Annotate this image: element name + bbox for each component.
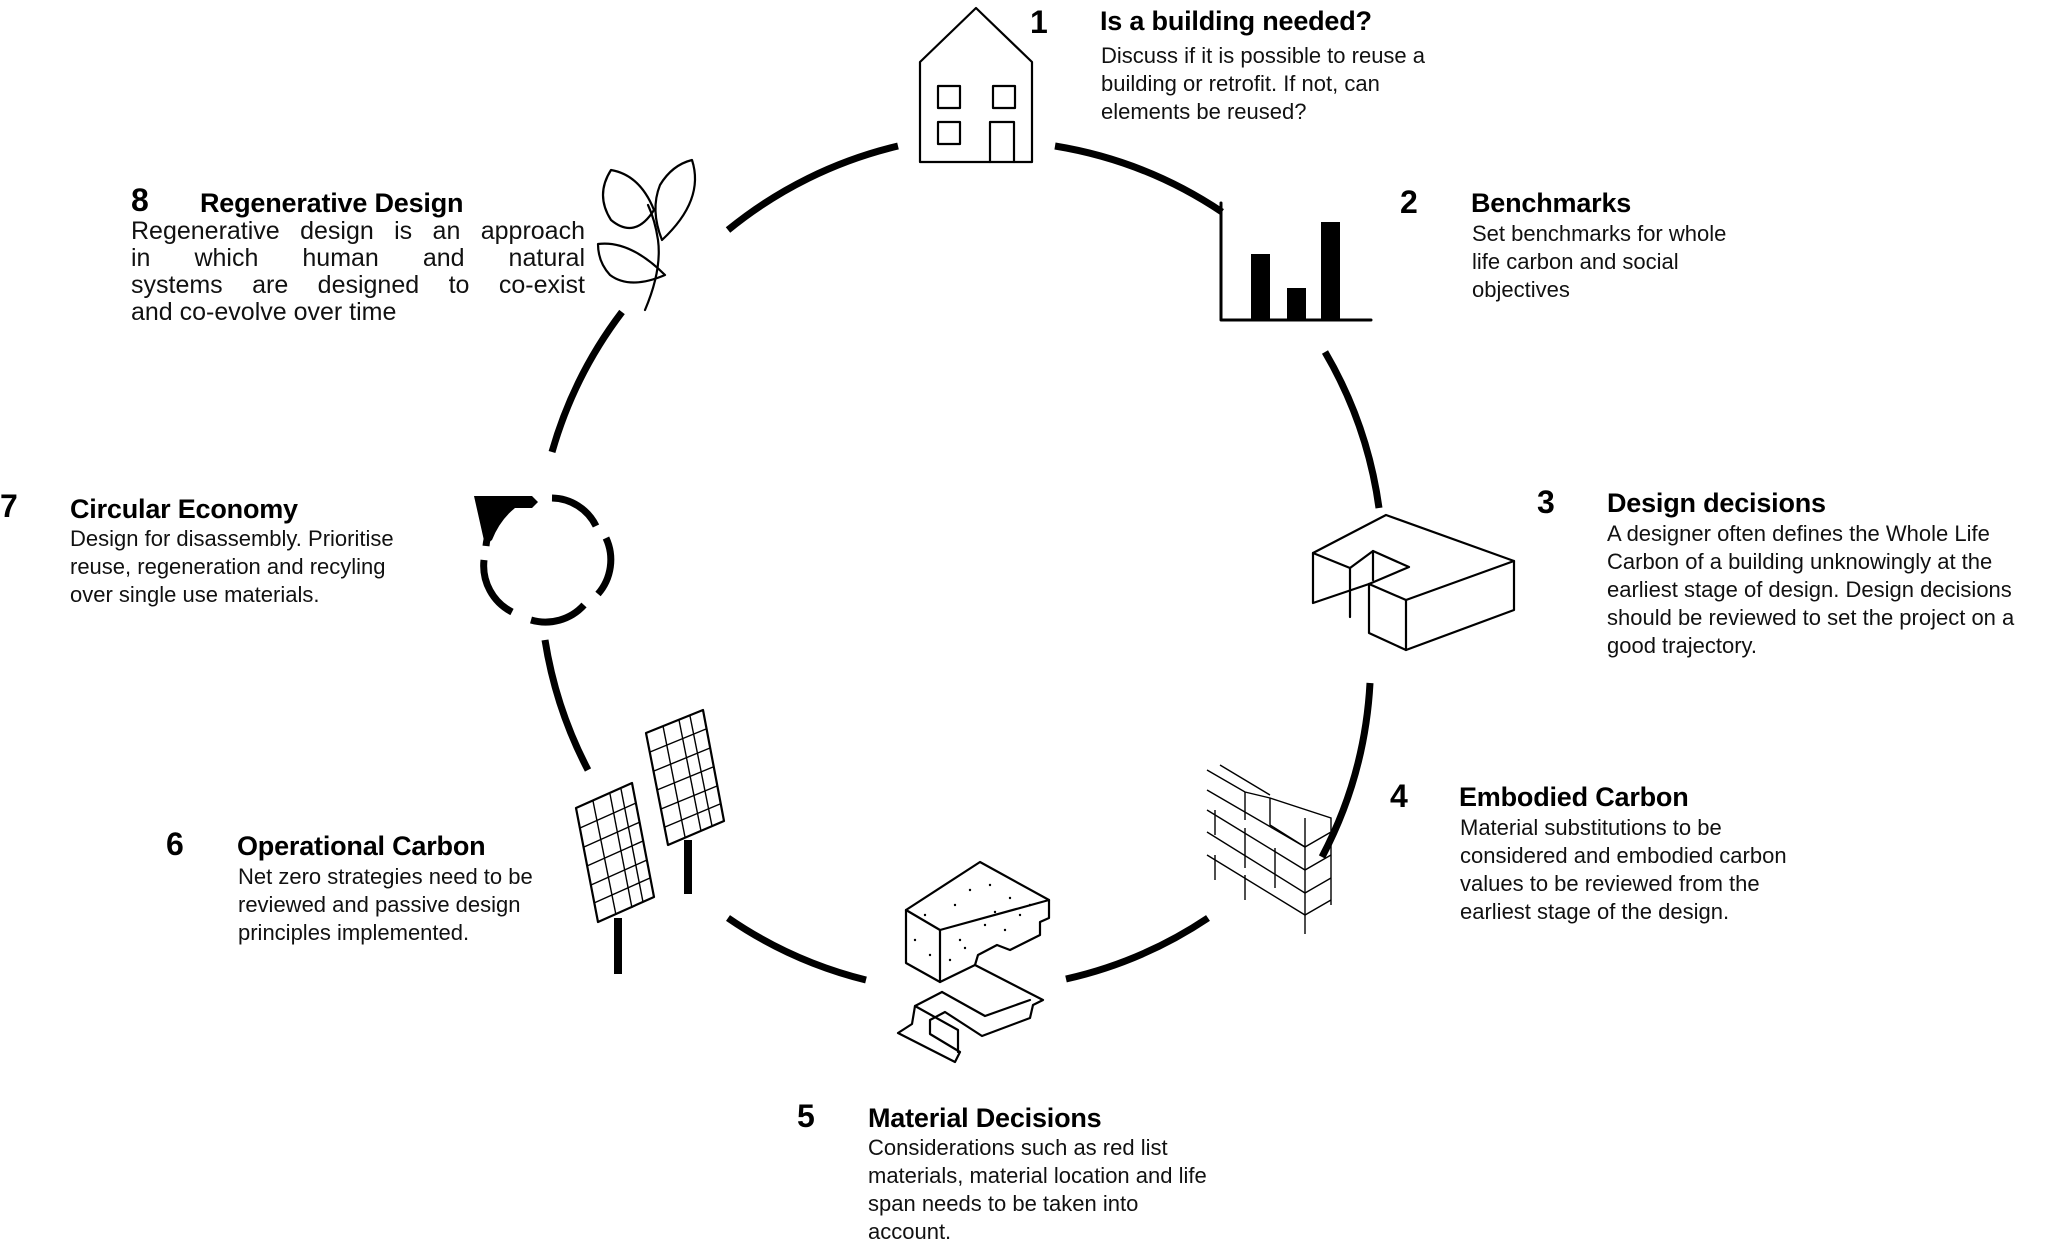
step-number: 5 xyxy=(797,1098,815,1134)
step-description: Material substitutions to be considered … xyxy=(1460,815,1787,924)
bar-chart-icon xyxy=(1219,201,1373,322)
ring-arc-3-4 xyxy=(1318,682,1374,859)
step-description: Net zero strategies need to be reviewed … xyxy=(238,864,533,945)
ring-arc-5-6 xyxy=(726,915,867,984)
step-number: 7 xyxy=(0,488,18,524)
step-number: 2 xyxy=(1400,184,1418,220)
ring-arc-1-2 xyxy=(1054,142,1224,215)
house-icon xyxy=(918,6,1034,164)
ring-arc-8-1 xyxy=(725,142,899,233)
step-title: Material Decisions xyxy=(868,1103,1102,1133)
ring-arc-2-3 xyxy=(1321,350,1383,509)
solar-panel-icon xyxy=(574,708,726,974)
step-title: Design decisions xyxy=(1607,488,1826,518)
concrete-deck-icon xyxy=(896,860,1051,1064)
isometric-block-icon xyxy=(1311,513,1516,652)
step-title: Regenerative Design xyxy=(200,188,464,218)
circular-arrows-icon xyxy=(474,494,615,626)
step-title: Embodied Carbon xyxy=(1459,782,1689,812)
step-description: A designer often defines the Whole Life … xyxy=(1607,521,2015,658)
step-description: Set benchmarks for whole life carbon and… xyxy=(1472,221,1727,302)
plant-icon xyxy=(596,158,697,312)
step-number: 6 xyxy=(166,826,184,862)
step-description: Regenerative design is an approach in wh… xyxy=(131,217,585,326)
ring-arc-6-7 xyxy=(541,639,592,772)
step-title: Is a building needed? xyxy=(1100,6,1372,36)
step-description: Design for disassembly. Prioritise reuse… xyxy=(70,526,394,607)
step-description: Discuss if it is possible to reuse a bui… xyxy=(1101,43,1426,124)
step-title: Operational Carbon xyxy=(237,831,486,861)
step-number: 4 xyxy=(1390,778,1408,814)
ring-arc-4-5 xyxy=(1065,915,1210,983)
ring-arc-7-8 xyxy=(548,309,625,453)
step-number: 3 xyxy=(1537,484,1555,520)
brick-wall-icon xyxy=(1206,764,1332,934)
step-title: Circular Economy xyxy=(70,494,298,524)
process-ring xyxy=(541,142,1383,984)
step-number: 8 xyxy=(131,182,149,218)
step-number: 1 xyxy=(1030,4,1048,40)
step-title: Benchmarks xyxy=(1471,188,1632,218)
step-description: Considerations such as red list material… xyxy=(868,1135,1207,1244)
